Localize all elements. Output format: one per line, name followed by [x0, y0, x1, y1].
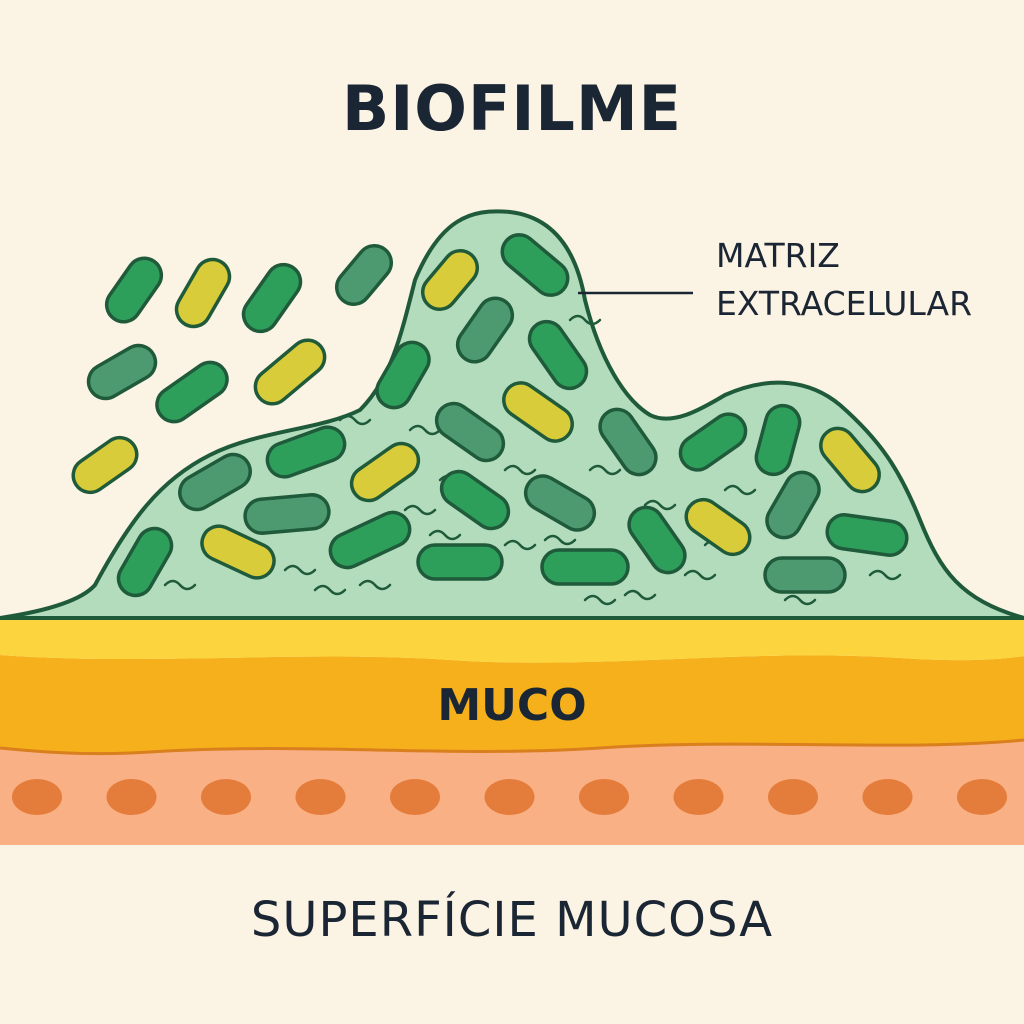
matrix-fiber — [723, 484, 757, 496]
bacterium — [116, 526, 174, 598]
matrix-fiber — [503, 464, 537, 476]
epithelial-cell-row — [12, 779, 1007, 815]
cell-nucleus — [484, 779, 535, 815]
cell-nucleus — [768, 779, 818, 815]
bacterium — [627, 505, 687, 575]
bacterium — [754, 403, 802, 477]
matrix-label-line2: EXTRACELULAR — [716, 284, 973, 323]
bacterium — [502, 381, 574, 443]
diagram-title: BIOFILME — [341, 72, 682, 145]
bacterium — [765, 470, 821, 540]
matrix-fiber — [588, 464, 622, 476]
bacterium — [71, 435, 139, 495]
bacterium — [434, 401, 506, 463]
cell-nucleus — [295, 779, 346, 815]
bacterium — [375, 340, 431, 410]
matrix-fiber — [783, 594, 817, 606]
matrix-fiber — [583, 594, 617, 606]
matrix-fiber — [868, 569, 902, 581]
bacterium — [104, 256, 164, 324]
mucus-lower-edge — [0, 738, 1024, 756]
matrix-fiber — [623, 589, 657, 601]
bacterium — [265, 425, 347, 479]
bacterium — [540, 548, 630, 586]
bacterium — [825, 513, 909, 557]
cell-nucleus — [957, 779, 1007, 815]
mucosal-surface-label: SUPERFÍCIE MUCOSA — [250, 892, 774, 948]
bacterium — [678, 412, 748, 472]
bacterium — [200, 524, 276, 580]
cell-nucleus — [673, 779, 724, 815]
cell-nucleus — [390, 779, 440, 815]
bacterium — [455, 296, 515, 364]
cell-nucleus — [106, 779, 157, 815]
matrix-fiber — [408, 424, 442, 436]
mucus-upper-band — [0, 620, 1024, 663]
matrix-fiber — [283, 564, 317, 576]
bacterium — [349, 441, 421, 503]
mucus-lower-band — [0, 655, 1024, 754]
matrix-fiber — [163, 579, 197, 591]
bacterium — [684, 497, 752, 557]
bacterium — [598, 407, 658, 477]
matrix-label-line1: MATRIZ — [716, 236, 840, 275]
bacterium — [819, 426, 881, 494]
cell-nucleus — [579, 779, 629, 815]
mucus-layer — [0, 620, 1024, 756]
bacterium — [178, 452, 252, 512]
matrix-fiber — [338, 414, 372, 426]
matrix-fiber — [428, 529, 462, 541]
matrix-fiber — [358, 579, 392, 591]
matrix-fiber — [543, 534, 577, 546]
bacterium — [334, 243, 394, 307]
bacterium — [243, 493, 331, 535]
bacterium — [439, 469, 511, 531]
matrix-label: MATRIZ EXTRACELULAR — [716, 232, 972, 328]
matrix-fiber — [313, 584, 347, 596]
bacterium — [763, 556, 847, 594]
bacterium — [241, 262, 303, 334]
mucosal-surface — [0, 740, 1024, 845]
matrix-fiber — [683, 569, 717, 581]
cell-nucleus — [12, 779, 62, 815]
bacterium — [155, 360, 229, 424]
bacterium — [500, 233, 570, 297]
bacterium — [86, 343, 158, 401]
bacteria-group — [71, 233, 909, 598]
matrix-fiber — [643, 499, 677, 511]
cell-nucleus — [201, 779, 251, 815]
bacterium — [174, 257, 232, 329]
bacterium — [328, 510, 412, 570]
mucus-label: MUCO — [437, 680, 587, 731]
bacterium — [523, 474, 597, 532]
bacterium — [420, 248, 480, 312]
matrix-fiber — [568, 314, 602, 326]
bacterium — [527, 319, 589, 391]
bacterium — [416, 543, 504, 581]
cell-nucleus — [862, 779, 913, 815]
matrix-fibers — [163, 314, 902, 606]
matrix-fiber — [403, 504, 437, 516]
matrix-fiber — [503, 539, 537, 551]
bacterium — [253, 338, 327, 406]
